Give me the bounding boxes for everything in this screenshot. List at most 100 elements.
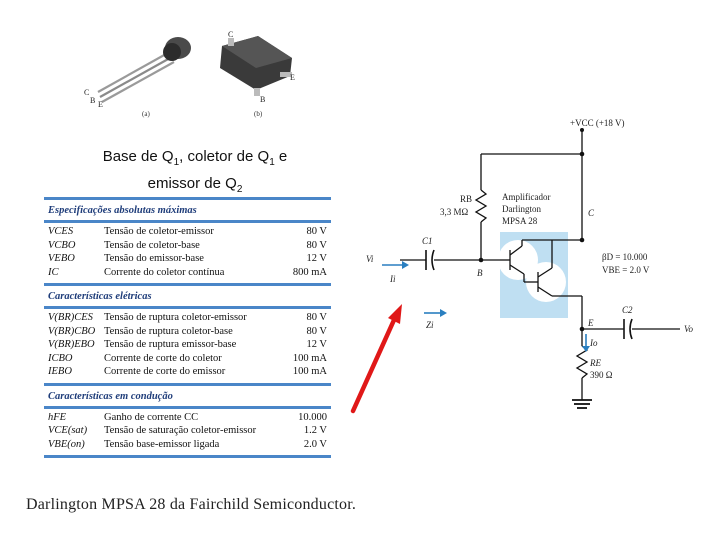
spec-value: 80 V (306, 226, 327, 238)
vbe-label: VBE = 2.0 V (602, 265, 650, 275)
table-divider (44, 197, 331, 200)
amp-label-1: Amplificador (502, 192, 551, 202)
node-b-dot (478, 257, 484, 263)
table-divider (44, 455, 331, 458)
spec-row: V(BR)CBO Tensão de ruptura coletor-base 80… (44, 325, 331, 339)
table-divider (44, 382, 331, 386)
spec-value: 10.000 (298, 411, 327, 423)
spec-row: ICBO Corrente de corte do coletor 100 mA (44, 352, 331, 366)
spec-value: 80 V (306, 239, 327, 251)
vi-label: Vi (366, 254, 374, 264)
spec-section-title: Características elétricas (48, 291, 152, 302)
spec-description: Tensão de saturação coletor-emissor (104, 425, 257, 437)
spec-section-title: Características em condução (48, 390, 173, 402)
node-b-label: B (477, 268, 483, 278)
spec-section-title: Especificações absolutas máximas (48, 205, 197, 216)
spec-row: VEBO Tensão do emissor-base 12 V (44, 252, 331, 266)
table-divider (44, 220, 331, 223)
spec-row: VCES Tensão de coletor-emissor 80 V (44, 225, 331, 239)
spec-symbol: IEBO (48, 366, 72, 378)
spec-value: 800 mA (292, 266, 327, 278)
table-divider (44, 405, 331, 409)
spec-row: V(BR)EBO Tensão de ruptura emissor-base 12… (44, 338, 331, 352)
spec-row: V(BR)CES Tensão de ruptura coletor-emisso… (44, 311, 331, 325)
spec-description: Corrente de corte do coletor (104, 352, 222, 364)
spec-row: hFE Ganho de corrente CC 10.000 (44, 411, 331, 425)
amp-label-3: MPSA 28 (502, 216, 538, 226)
spec-description: Tensão de coletor-emissor (104, 226, 214, 238)
red-pointer-arrow (350, 304, 402, 414)
re-value-label: 390 Ω (590, 370, 613, 380)
spec-description: Tensão do emissor-base (104, 253, 204, 265)
spec-symbol: V(BR)EBO (48, 339, 95, 351)
ground-symbol (572, 399, 592, 409)
spec-value: 12 V (306, 253, 327, 265)
rb-value-label: 3,3 MΩ (440, 207, 469, 217)
spec-symbol: VBE(on) (48, 438, 85, 450)
spec-description: Tensão de ruptura coletor-base (104, 325, 233, 337)
io-label: Io (589, 338, 598, 348)
spec-value: 1.2 V (303, 425, 327, 437)
spec-description: Corrente de corte do emissor (104, 366, 226, 378)
ii-label: Ii (389, 274, 396, 284)
c2-label: C2 (622, 305, 633, 315)
spec-symbol: VCBO (48, 239, 76, 251)
photo-pin-e-b: E (290, 73, 295, 82)
spec-value: 100 mA (292, 366, 327, 378)
caption-line-1: Base de Q1, coletor de Q1 e (102, 148, 288, 168)
spec-description: Tensão de ruptura emissor-base (104, 339, 237, 351)
spec-symbol: VEBO (48, 253, 75, 265)
spec-value: 100 mA (292, 352, 327, 364)
spec-value: 12 V (306, 339, 327, 351)
sot23-package-image (220, 36, 292, 96)
spec-row: VCE(sat) Tensão de saturação coletor-emis… (44, 424, 331, 438)
darlington-circuit: +VCC (+18 V) RB 3,3 MΩ Amplificador Darl… (366, 118, 694, 409)
spec-description: Ganho de corrente CC (104, 411, 199, 423)
spec-row: VCBO Tensão de coletor-base 80 V (44, 239, 331, 253)
photo-pin-e-a: E (98, 100, 103, 109)
node-e-dot (579, 326, 585, 332)
c1-label: C1 (422, 236, 433, 246)
table-divider (44, 306, 331, 309)
photo-pin-c-a: C (84, 88, 89, 97)
node-c-label: C (588, 208, 595, 218)
spec-row: IEBO Corrente de corte do emissor 100 mA (44, 365, 331, 379)
spec-description: Tensão de ruptura coletor-emissor (104, 312, 247, 324)
footer-caption: Darlington MPSA 28 da Fairchild Semicond… (26, 496, 357, 513)
spec-description: Corrente do coletor contínua (104, 266, 225, 278)
transistor-photos: C B E (a) C E B (b) (84, 30, 295, 118)
transistor-q1-body (498, 240, 538, 280)
spec-symbol: V(BR)CBO (48, 325, 96, 337)
spec-row: IC Corrente do coletor contínua 800 mA (44, 266, 331, 280)
transistor-q2-body (526, 262, 566, 302)
spec-symbol: hFE (48, 411, 67, 423)
amp-label-2: Darlington (502, 204, 541, 214)
spec-symbol: VCES (48, 226, 74, 238)
photo-pin-b-b: B (260, 95, 265, 104)
spec-symbol: IC (48, 266, 59, 278)
rb-name-label: RB (460, 194, 472, 204)
spec-symbol: V(BR)CES (48, 312, 93, 324)
pin-caption: Base de Q1, coletor de Q1 e emissor de Q… (80, 146, 310, 200)
re-name-label: RE (589, 358, 601, 368)
photo-label-a: (a) (142, 110, 150, 118)
spec-symbol: VCE(sat) (48, 425, 88, 437)
vo-label: Vo (684, 324, 694, 334)
vcc-label: +VCC (+18 V) (570, 118, 625, 128)
node-vcc-dot (579, 151, 585, 157)
photo-pin-b-a: B (90, 96, 95, 105)
photo-label-b: (b) (254, 110, 263, 118)
table-divider (44, 283, 331, 286)
node-e-label: E (587, 318, 594, 328)
caption-line-2: emissor de Q2 (147, 175, 243, 195)
spec-description: Tensão de coletor-base (104, 239, 200, 251)
zi-label: Zi (426, 320, 434, 330)
node-vcc-top (580, 128, 584, 132)
spec-symbol: ICBO (48, 352, 73, 364)
node-c-dot (579, 237, 585, 243)
spec-value: 80 V (306, 325, 327, 337)
spec-value: 2.0 V (303, 438, 327, 450)
to92-package-image (97, 37, 191, 103)
